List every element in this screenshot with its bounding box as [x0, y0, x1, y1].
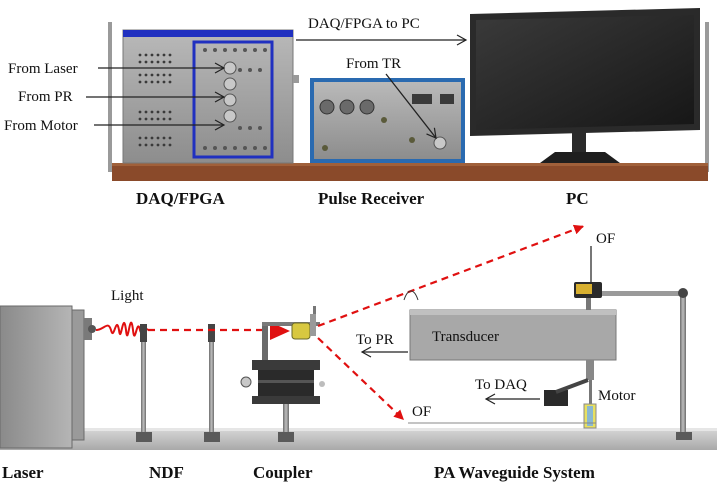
caption-pa-waveguide-system: PA Waveguide System	[434, 463, 595, 482]
caption-pc: PC	[566, 189, 589, 208]
optical-table	[0, 428, 717, 450]
arrow-from-tr	[385, 73, 437, 139]
label-from-motor: From Motor	[4, 118, 78, 134]
label-from-tr: From TR	[346, 56, 401, 72]
label-motor: Motor	[598, 388, 636, 404]
caption-ndf: NDF	[149, 463, 184, 482]
pulse-receiver-unit	[310, 78, 465, 163]
label-from-laser: From Laser	[8, 61, 78, 77]
caption-pulse-receiver: Pulse Receiver	[318, 189, 425, 208]
pa-waveguide-system	[403, 246, 692, 440]
caption-coupler: Coupler	[253, 463, 313, 482]
caption-laser: Laser	[2, 463, 44, 482]
label-to-daq: To DAQ	[475, 377, 527, 393]
label-daq-to-pc: DAQ/FPGA to PC	[308, 16, 420, 32]
label-to-pr: To PR	[356, 332, 394, 348]
top-arrows	[86, 34, 468, 139]
label-light: Light	[111, 288, 144, 304]
light-pulse	[95, 321, 149, 337]
label-from-pr: From PR	[18, 89, 73, 105]
beam-to-bottom-of	[317, 337, 405, 421]
caption-daq-fpga: DAQ/FPGA	[136, 189, 225, 208]
label-transducer: Transducer	[432, 329, 499, 345]
label-of-bottom: OF	[412, 404, 431, 420]
laser-unit	[0, 305, 96, 449]
pc-monitor	[470, 8, 700, 163]
ndf-mounts	[136, 324, 220, 442]
label-of-top: OF	[596, 231, 615, 247]
beam-arrowhead	[270, 322, 290, 340]
coupler-mount	[240, 306, 325, 442]
